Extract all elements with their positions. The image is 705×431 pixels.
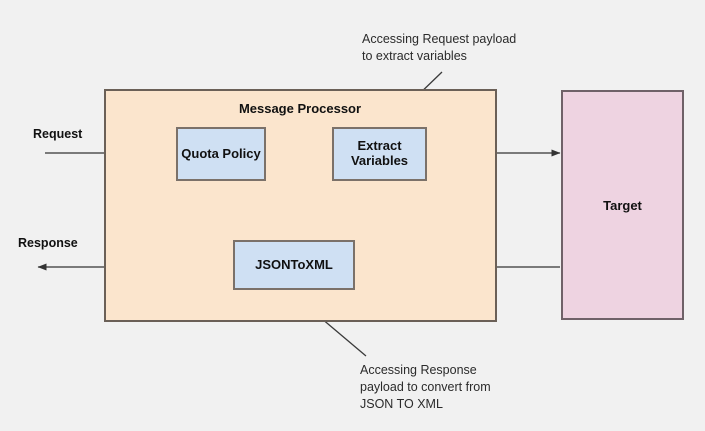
annotation-request-payload: Accessing Request payload to extract var… [362, 32, 517, 63]
target-node[interactable]: Target [561, 90, 684, 320]
policy-node-jsontoxml[interactable]: JSONToXML [233, 240, 355, 290]
policy-node-extract-variables[interactable]: Extract Variables [332, 127, 427, 181]
annotation-response-payload: Accessing Response payload to convert fr… [360, 363, 491, 411]
message-processor-label: Message Processor [238, 101, 362, 116]
request-flow-label: Request [33, 127, 83, 141]
policy-node-quota-policy[interactable]: Quota Policy [176, 127, 266, 181]
response-flow-label: Response [18, 236, 78, 250]
